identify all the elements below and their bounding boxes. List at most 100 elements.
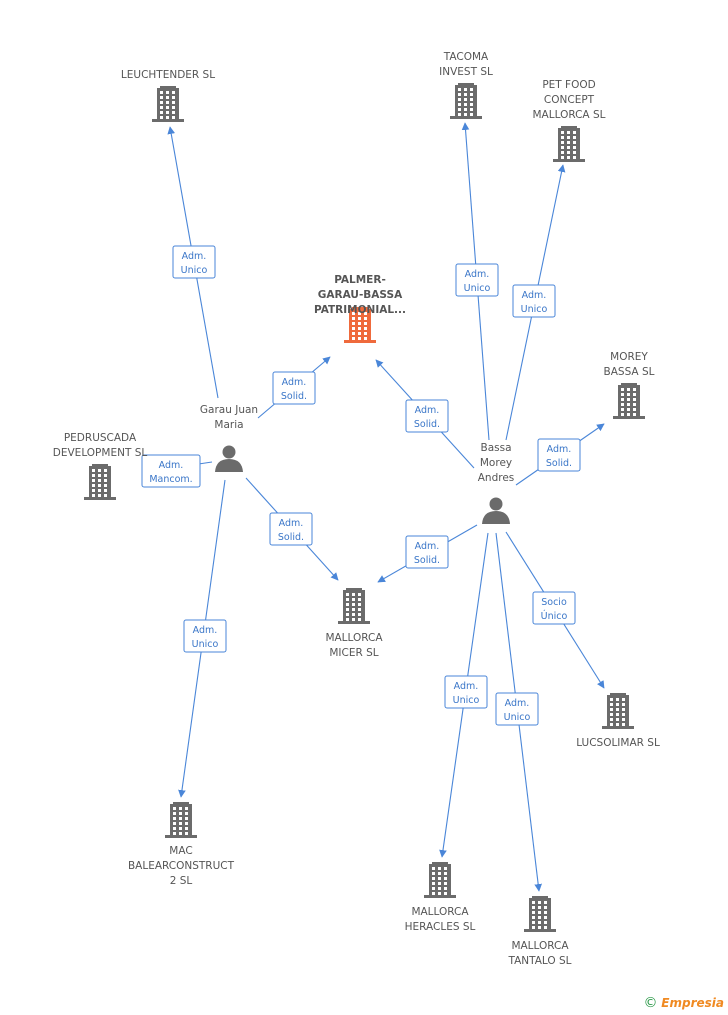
edge-label-line: Adm.	[415, 405, 440, 416]
edge-label-line: Adm.	[415, 541, 440, 552]
edge-garau-pedruscada: Adm. Mancom.	[141, 454, 213, 488]
brand-name: Empresia	[661, 996, 724, 1010]
building-icon	[165, 802, 197, 838]
building-icon	[450, 83, 482, 119]
node-label-line: MALLORCA SL	[533, 109, 606, 121]
edge-label-line: Solid.	[278, 532, 304, 543]
edge-label-line: Socio	[541, 597, 567, 608]
node-label-line: MICER SL	[329, 647, 378, 659]
node-label-line: 2 SL	[170, 875, 193, 887]
edge-garau-mac: Adm.Unico	[178, 479, 227, 798]
edge-garau-palmer: Adm. Solid.	[257, 356, 331, 419]
node-label-line: DEVELOPMENT SL	[53, 447, 148, 459]
edge-label-line: Adm.	[279, 518, 304, 529]
edges-layer: Adm.UnicoAdm.Solid.Adm.Mancom.Adm.Solid.…	[141, 122, 605, 892]
edge-label-line: Adm.	[193, 625, 218, 636]
edge-bassa-morey: Adm. Solid.	[515, 423, 605, 486]
node-label-line: INVEST SL	[439, 66, 493, 78]
node-petfood[interactable]: PET FOOD CONCEPT MALLORCA SL	[533, 79, 606, 162]
edge-label-line: Adm.	[547, 444, 572, 455]
node-morey[interactable]: MOREY BASSA SL	[604, 351, 655, 419]
node-label-line: LEUCHTENDER SL	[121, 69, 215, 81]
node-label-line: PET FOOD	[542, 79, 595, 91]
edge-label-box[interactable]	[141, 454, 201, 488]
node-heracles[interactable]: MALLORCA HERACLES SL	[405, 862, 476, 933]
node-pedruscada[interactable]: PEDRUSCADA DEVELOPMENT SL	[53, 432, 148, 500]
node-label-line: TANTALO SL	[507, 955, 571, 967]
node-label-line: MALLORCA	[325, 632, 383, 644]
node-label-line: MALLORCA	[411, 906, 469, 918]
edge-label-box[interactable]	[405, 399, 449, 433]
node-mac[interactable]: MAC BALEARCONSTRUCT 2 SL	[128, 802, 235, 887]
node-palmer[interactable]: PALMER- GARAU-BASSA PATRIMONIAL...	[314, 274, 406, 343]
edge-garau-micer: Adm. Solid.	[245, 477, 339, 581]
edge-label-line: Adm.	[159, 460, 184, 471]
edge-label-box[interactable]	[269, 512, 313, 546]
edge-label-box[interactable]	[495, 692, 539, 726]
node-label-line: MOREY	[610, 351, 648, 363]
building-icon	[344, 307, 376, 343]
edge-label-box[interactable]	[272, 371, 316, 405]
node-label-line: GARAU-BASSA	[318, 289, 403, 301]
node-label-line: LUCSOLIMAR SL	[576, 737, 660, 749]
node-label-line: Bassa	[480, 442, 511, 454]
edge-label-box[interactable]	[512, 284, 556, 318]
building-icon	[338, 588, 370, 624]
edge-label-line: Unico	[453, 695, 480, 706]
edge-label-line: Adm.	[182, 251, 207, 262]
person-icon	[215, 445, 243, 472]
edge-label-box[interactable]	[537, 438, 581, 472]
node-label-line: BALEARCONSTRUCT	[128, 860, 235, 872]
edge-garau-leuchtender: Adm.Unico	[167, 126, 219, 399]
edge-bassa-tantalo: Adm. Unico	[495, 532, 542, 892]
node-label-line: PEDRUSCADA	[64, 432, 137, 444]
edge-label-box[interactable]	[405, 535, 449, 569]
node-micer[interactable]: MALLORCA MICER SL	[325, 588, 383, 659]
building-icon	[424, 862, 456, 898]
edge-label-line: Adm.	[282, 377, 307, 388]
node-lucsolimar[interactable]: LUCSOLIMAR SL	[576, 693, 660, 749]
edge-label-line: Solid.	[414, 419, 440, 430]
edge-label-line: Solid.	[414, 555, 440, 566]
nodes-layer: PALMER- GARAU-BASSA PATRIMONIAL... LEUCHTEN…	[53, 51, 660, 967]
node-label-line: PATRIMONIAL...	[314, 304, 406, 316]
footer-logo: © Empresia	[643, 995, 724, 1011]
copyright-icon: ©	[643, 995, 658, 1011]
node-label-line: CONCEPT	[544, 94, 595, 106]
building-icon	[613, 383, 645, 419]
edge-label-line: Único	[541, 610, 568, 622]
building-icon	[553, 126, 585, 162]
edge-label-box[interactable]	[444, 675, 488, 709]
edge-bassa-palmer: Adm. Solid.	[375, 359, 475, 469]
node-label-line: MAC	[169, 845, 192, 857]
edge-bassa-petfood: Adm.Unico	[505, 164, 566, 441]
edge-label-box[interactable]	[183, 619, 227, 653]
node-label-line: PALMER-	[334, 274, 386, 286]
node-label-line: BASSA SL	[604, 366, 655, 378]
edge-label-box[interactable]	[532, 591, 576, 625]
person-icon	[482, 497, 510, 524]
node-label-line: Andres	[478, 472, 515, 484]
edge-label-box[interactable]	[172, 245, 216, 279]
node-label-line: Garau Juan	[200, 404, 258, 416]
edge-label-box[interactable]	[455, 263, 499, 297]
edge-label-line: Adm.	[522, 290, 547, 301]
node-label-line: HERACLES SL	[405, 921, 476, 933]
node-label-line: Morey	[480, 457, 512, 469]
node-label-line: TACOMA	[443, 51, 489, 63]
building-icon	[524, 896, 556, 932]
edge-label-line: Unico	[464, 283, 491, 294]
edge-label-line: Unico	[504, 712, 531, 723]
edge-label-line: Mancom.	[149, 474, 192, 485]
edge-label-line: Adm.	[505, 698, 530, 709]
edge-label-line: Solid.	[281, 391, 307, 402]
edge-label-line: Adm.	[465, 269, 490, 280]
node-leuchtender[interactable]: LEUCHTENDER SL	[121, 69, 215, 122]
node-tacoma[interactable]: TACOMA INVEST SL	[439, 51, 493, 119]
edge-label-line: Solid.	[546, 458, 572, 469]
